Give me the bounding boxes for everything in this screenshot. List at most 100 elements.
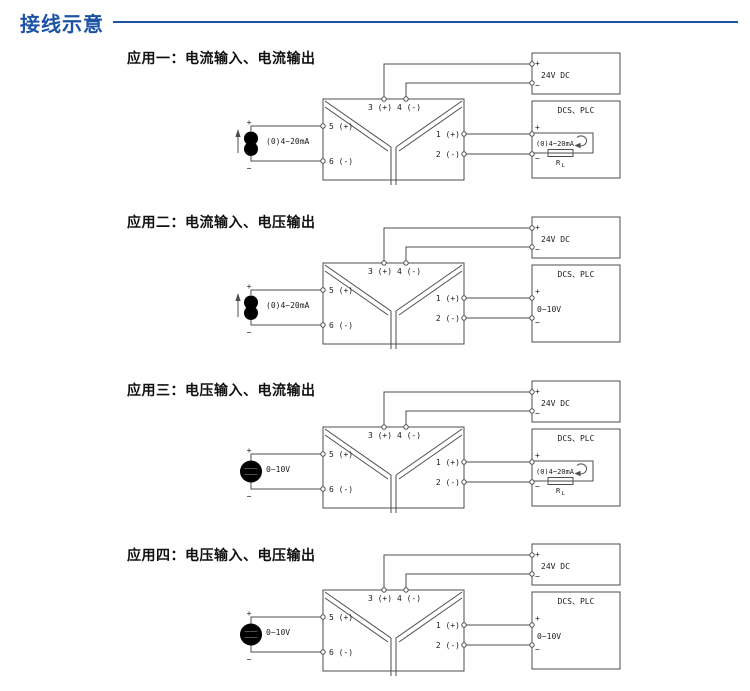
dcs-plc-label: DCS、PLC <box>558 434 595 443</box>
input-plus-wire <box>250 125 323 131</box>
isolator-block <box>322 262 465 349</box>
power-minus-wire <box>405 246 530 261</box>
terminal-5-label: 5 (+) <box>329 122 353 131</box>
power-plus-dot <box>529 389 535 395</box>
source-minus-sign: − <box>247 492 252 501</box>
power-plus-sign: + <box>535 387 540 396</box>
terminal-4-label: 4 (-) <box>397 103 421 112</box>
power-supply-label: 24V DC <box>541 562 570 571</box>
app1-title: 应用一：电流输入、电流输出 <box>127 51 316 67</box>
input-range-label: (0)4~20mA <box>266 301 310 310</box>
load-resistor-subscript: L <box>562 491 566 497</box>
power-supply-box <box>531 216 621 259</box>
power-minus-wire <box>405 573 530 588</box>
header-rule <box>113 21 738 23</box>
terminal-3-label: 3 (+) <box>368 267 392 276</box>
power-plus-wire <box>383 63 530 97</box>
dcs-minus-sign: − <box>535 482 540 491</box>
power-minus-dot <box>529 80 535 86</box>
dcs-plus-dot <box>529 131 535 137</box>
terminal-3-label: 3 (+) <box>368 431 392 440</box>
load-resistor-label: R <box>556 159 561 167</box>
terminal-1-label: 1 (+) <box>436 621 460 630</box>
terminal-3-label: 3 (+) <box>368 594 392 603</box>
power-supply-box <box>531 380 621 423</box>
terminal-dots <box>320 61 535 164</box>
terminal-6-label: 6 (-) <box>329 485 353 494</box>
current-output-loop <box>531 132 594 157</box>
power-minus-sign: − <box>535 245 540 254</box>
dcs-plc-label: DCS、PLC <box>558 106 595 115</box>
terminal-3-dot <box>381 96 387 102</box>
dcs-plus-sign: + <box>535 451 540 460</box>
terminal-1-label: 1 (+) <box>436 130 460 139</box>
isolator-block <box>322 426 465 513</box>
terminal-1-label: 1 (+) <box>436 458 460 467</box>
app4-title: 应用四：电压输入、电压输出 <box>127 548 316 564</box>
input-minus-wire <box>250 482 323 490</box>
dcs-plus-sign: + <box>535 287 540 296</box>
terminal-3-dot <box>381 260 387 266</box>
dcs-plus-dot <box>529 622 535 628</box>
rotation-arrow-icon <box>576 135 588 147</box>
terminal-1-dot <box>461 131 467 137</box>
terminal-5-dot <box>320 614 326 620</box>
diagram-app3: + − 0~10V 5 (+) 6 (-) 3 (+) 4 (-) 1 (+) … <box>240 380 621 513</box>
terminal-1-dot <box>461 295 467 301</box>
power-plus-wire <box>383 554 530 588</box>
terminal-4-label: 4 (-) <box>397 431 421 440</box>
source-minus-sign: − <box>247 328 252 337</box>
input-plus-wire <box>250 616 323 624</box>
power-supply-label: 24V DC <box>541 71 570 80</box>
power-minus-sign: − <box>535 409 540 418</box>
dcs-minus-dot <box>529 642 535 648</box>
terminal-6-label: 6 (-) <box>329 321 353 330</box>
diagram-app1: + − (0)4~20mA 5 (+) 6 (-) 3 (+) 4 (-) 1 … <box>235 52 621 185</box>
arrow-up-icon <box>235 129 241 137</box>
terminal-5-label: 5 (+) <box>329 450 353 459</box>
current-source-icon <box>235 129 258 156</box>
terminal-4-dot <box>403 96 409 102</box>
output-range-label: (0)4~20mA <box>536 468 575 476</box>
terminal-6-label: 6 (-) <box>329 648 353 657</box>
terminal-4-dot <box>403 424 409 430</box>
load-resistor-subscript: L <box>562 163 566 169</box>
terminal-6-dot <box>320 322 326 328</box>
power-plus-wire <box>383 227 530 261</box>
dcs-minus-sign: − <box>535 154 540 163</box>
terminal-6-dot <box>320 486 326 492</box>
terminal-2-label: 2 (-) <box>436 641 460 650</box>
voltage-source-icon <box>240 460 262 483</box>
rotation-arrow-icon <box>576 463 588 475</box>
output-range-label: (0)4~20mA <box>536 140 575 148</box>
terminal-2-label: 2 (-) <box>436 150 460 159</box>
output-range-label: 0~10V <box>537 305 561 314</box>
output-range-label: 0~10V <box>537 632 561 641</box>
terminal-dots <box>320 225 535 328</box>
source-plus-sign: + <box>247 282 252 291</box>
diagram-app4: + − 0~10V 5 (+) 6 (-) 3 (+) 4 (-) 1 (+) … <box>240 543 621 676</box>
isolator-block <box>322 98 465 185</box>
terminal-4-label: 4 (-) <box>397 594 421 603</box>
current-source-icon <box>235 293 258 320</box>
power-minus-dot <box>529 244 535 250</box>
terminal-3-dot <box>381 424 387 430</box>
app2-title: 应用二：电流输入、电压输出 <box>127 215 316 231</box>
input-minus-wire <box>250 156 323 162</box>
wires <box>250 227 530 326</box>
terminal-2-dot <box>461 151 467 157</box>
terminal-1-dot <box>461 622 467 628</box>
input-range-label: 0~10V <box>266 628 290 637</box>
power-minus-dot <box>529 571 535 577</box>
terminal-1-dot <box>461 459 467 465</box>
dcs-plc-label: DCS、PLC <box>558 597 595 606</box>
power-plus-dot <box>529 61 535 67</box>
terminal-5-dot <box>320 287 326 293</box>
terminal-4-dot <box>403 260 409 266</box>
terminal-4-dot <box>403 587 409 593</box>
arrow-up-icon <box>235 293 241 301</box>
dcs-plus-sign: + <box>535 123 540 132</box>
power-minus-wire <box>405 410 530 425</box>
dcs-minus-sign: − <box>535 645 540 654</box>
terminal-5-label: 5 (+) <box>329 613 353 622</box>
